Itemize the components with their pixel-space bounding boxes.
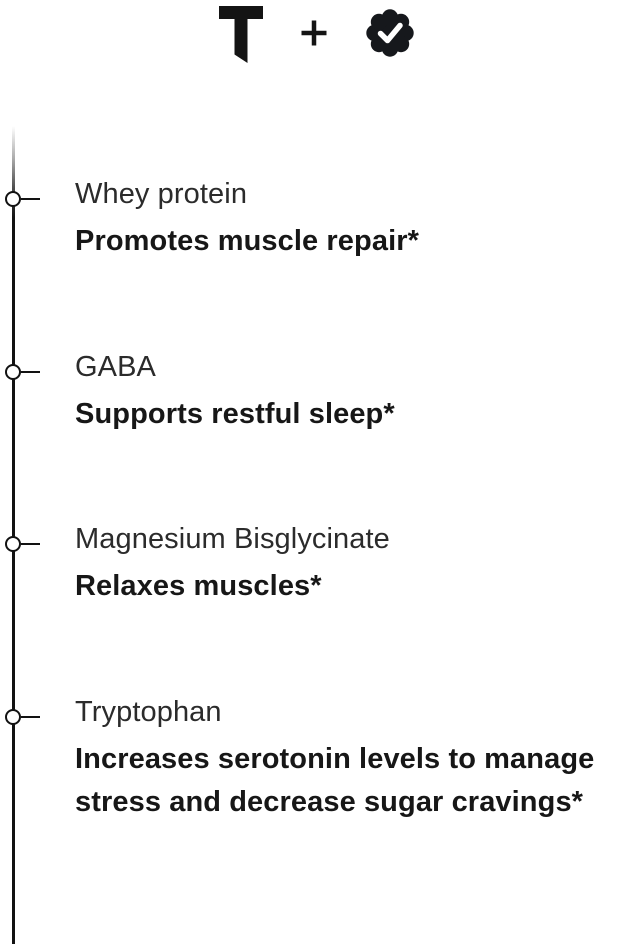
ingredient-benefit: Promotes muscle repair* <box>75 225 419 257</box>
timeline-node-icon <box>5 709 40 725</box>
brand-lockup <box>0 6 633 63</box>
ingredient-name: Tryptophan <box>75 696 222 728</box>
ingredient-name: Magnesium Bisglycinate <box>75 523 390 555</box>
timeline-node-icon <box>5 364 40 380</box>
ingredient-benefit: Supports restful sleep* <box>75 398 395 430</box>
ingredient-benefit: Relaxes muscles* <box>75 570 322 602</box>
verified-seal-icon <box>365 8 415 58</box>
ingredient-item: Magnesium Bisglycinate Relaxes muscles* <box>5 518 623 608</box>
t-logo-icon <box>218 6 263 63</box>
plus-icon <box>299 18 329 48</box>
timeline-node-icon <box>5 191 40 207</box>
timeline-node-icon <box>5 536 40 552</box>
ingredient-item: Tryptophan Increases serotonin levels to… <box>5 691 623 824</box>
ingredient-name: Whey protein <box>75 178 248 210</box>
timeline-rail <box>12 126 15 944</box>
ingredient-benefit: Increases serotonin levels to manage str… <box>75 743 595 818</box>
ingredient-item: Whey protein Promotes muscle repair* <box>5 173 623 263</box>
ingredient-item: GABA Supports restful sleep* <box>5 346 623 436</box>
ingredient-name: GABA <box>75 351 156 383</box>
